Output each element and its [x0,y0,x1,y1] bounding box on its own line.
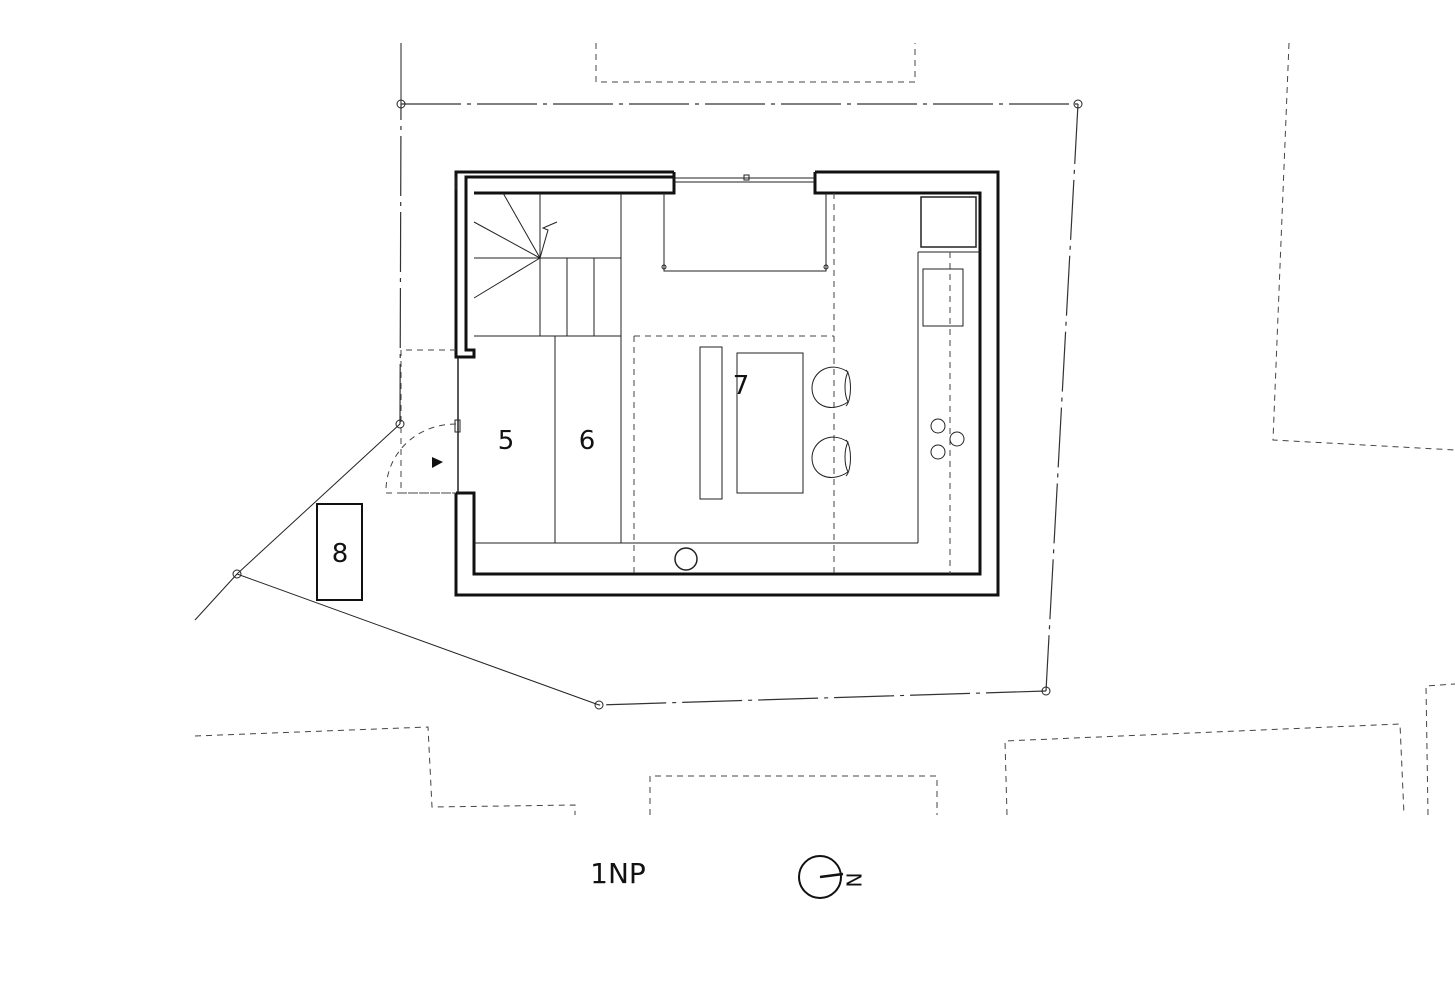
room-number-5: 5 [498,426,515,456]
north-label: N [843,873,867,888]
overhead-cabinet [663,193,827,272]
outdoor-element-8 [316,503,363,601]
boundary-point [395,419,405,429]
burner [930,444,946,460]
entrance-door [385,423,457,494]
burner [949,431,965,447]
site-boundary [194,43,1083,710]
floor-label: 1NP [590,857,646,890]
north-arrow: N [798,855,867,899]
column-circle [674,547,698,571]
dining-table [736,352,804,494]
boundary-point [1073,99,1083,109]
bench [699,346,723,500]
interior-lines [400,193,980,574]
neighbor-building-far-right [1425,683,1455,816]
burner [930,418,946,434]
building-walls [454,170,1000,597]
chair [811,436,849,478]
boundary-point [396,99,406,109]
room-number-7: 7 [733,371,750,401]
staircase [473,192,622,337]
boundary-point [1041,686,1051,696]
furniture [661,193,977,571]
room-number-8: 8 [332,539,349,569]
neighbor-building-bottom-left [194,726,576,815]
boundary-point [594,700,604,710]
sink [922,268,964,327]
entrance-arrow-icon [432,457,443,468]
neighbor-building-top [595,43,916,83]
neighbor-buildings [194,42,1455,816]
neighbor-building-right [1272,42,1455,451]
chair [811,366,849,408]
neighbor-building-bottom-center [649,775,938,815]
boundary-point [232,569,242,579]
north-arrow-icon [798,855,842,899]
room-number-6: 6 [579,426,596,456]
fridge [920,196,977,248]
neighbor-building-bottom-right [1004,723,1405,816]
